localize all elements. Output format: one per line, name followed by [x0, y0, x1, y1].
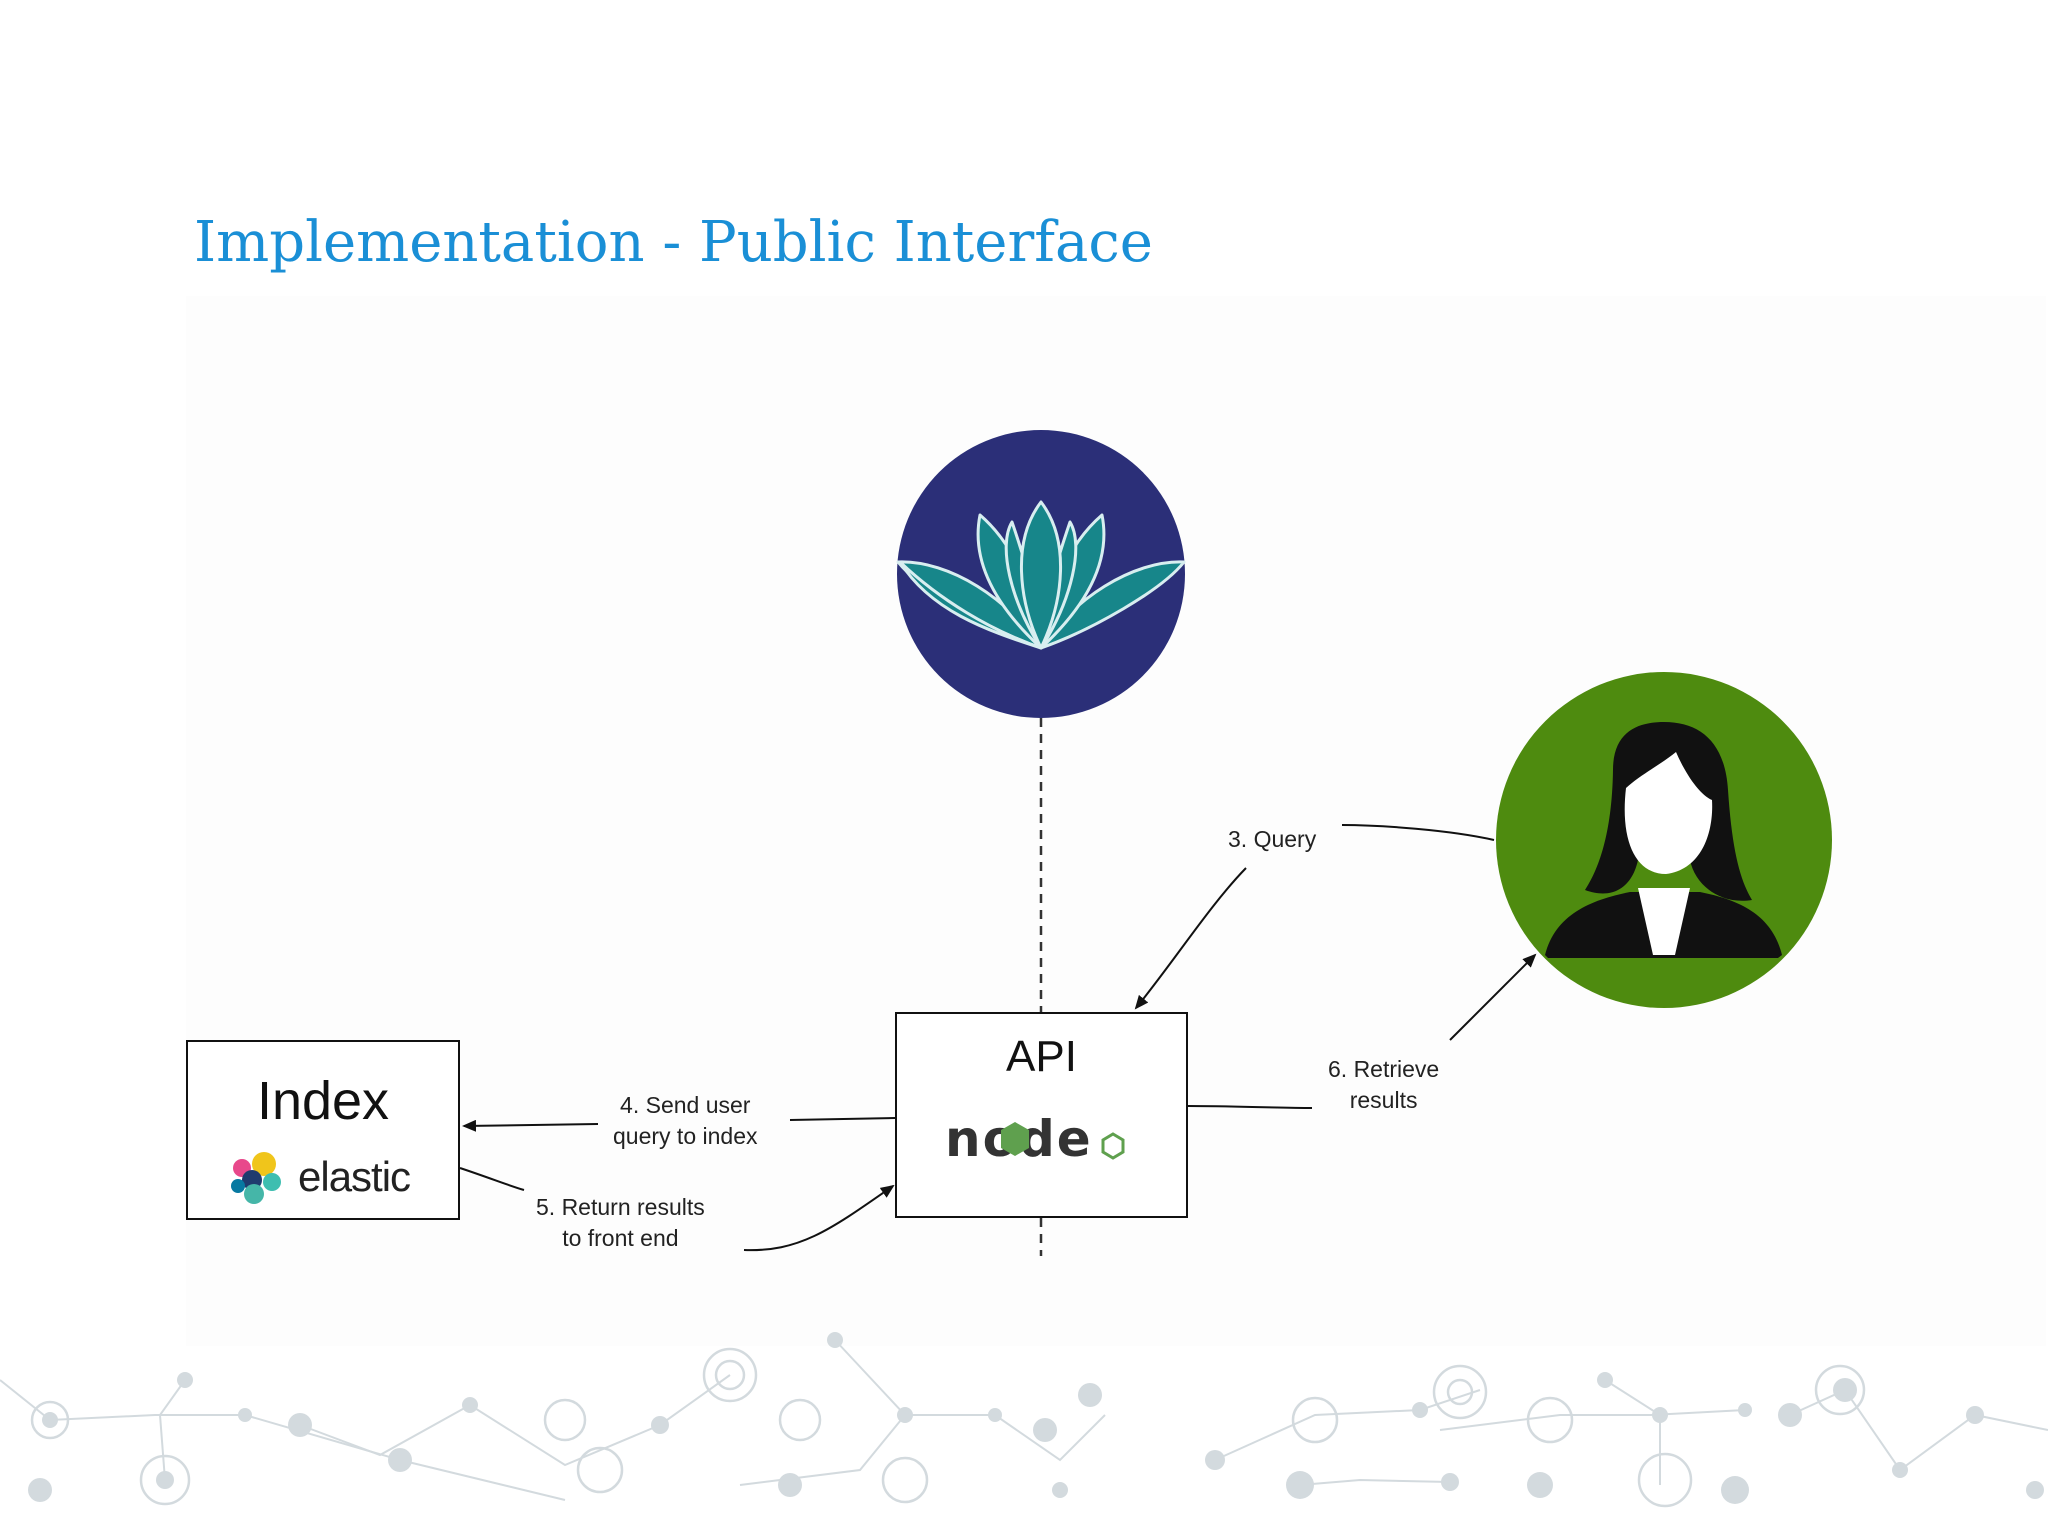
edge-label-retrieve: 6. Retrieve results — [1322, 1054, 1446, 1116]
edge-query-line — [1341, 824, 1495, 841]
index-node-label: Index — [256, 1071, 390, 1131]
edge-label-query: 3. Query — [1222, 824, 1323, 855]
elastic-wordmark: elastic — [298, 1153, 411, 1200]
edge-return-arrow — [743, 1184, 895, 1252]
lotus-logo-icon — [896, 430, 1186, 718]
edge-return-line — [459, 1167, 525, 1191]
api-node-label: API — [1006, 1032, 1077, 1081]
elastic-logo-icon — [231, 1152, 281, 1204]
edge-retrieve-arrow — [1449, 953, 1537, 1041]
edge-label-send: 4. Send user query to index — [607, 1090, 764, 1152]
edge-label-return: 5. Return results to front end — [530, 1192, 711, 1254]
edge-retrieve-line — [1187, 1105, 1313, 1109]
edge-send-arrow — [462, 1119, 599, 1132]
elastic-logo: elastic — [228, 1150, 411, 1204]
user-avatar-icon — [1496, 672, 1832, 1008]
edge-query-arrow — [1134, 867, 1247, 1010]
index-node: Index elastic — [186, 1040, 460, 1220]
network-pattern-decoration — [0, 1332, 2048, 1508]
slide-title: Implementation - Public Interface — [194, 210, 1153, 275]
nodejs-logo-icon: node — [945, 1110, 1125, 1168]
edge-send-line — [789, 1117, 896, 1121]
api-node: API — [895, 1012, 1188, 1218]
